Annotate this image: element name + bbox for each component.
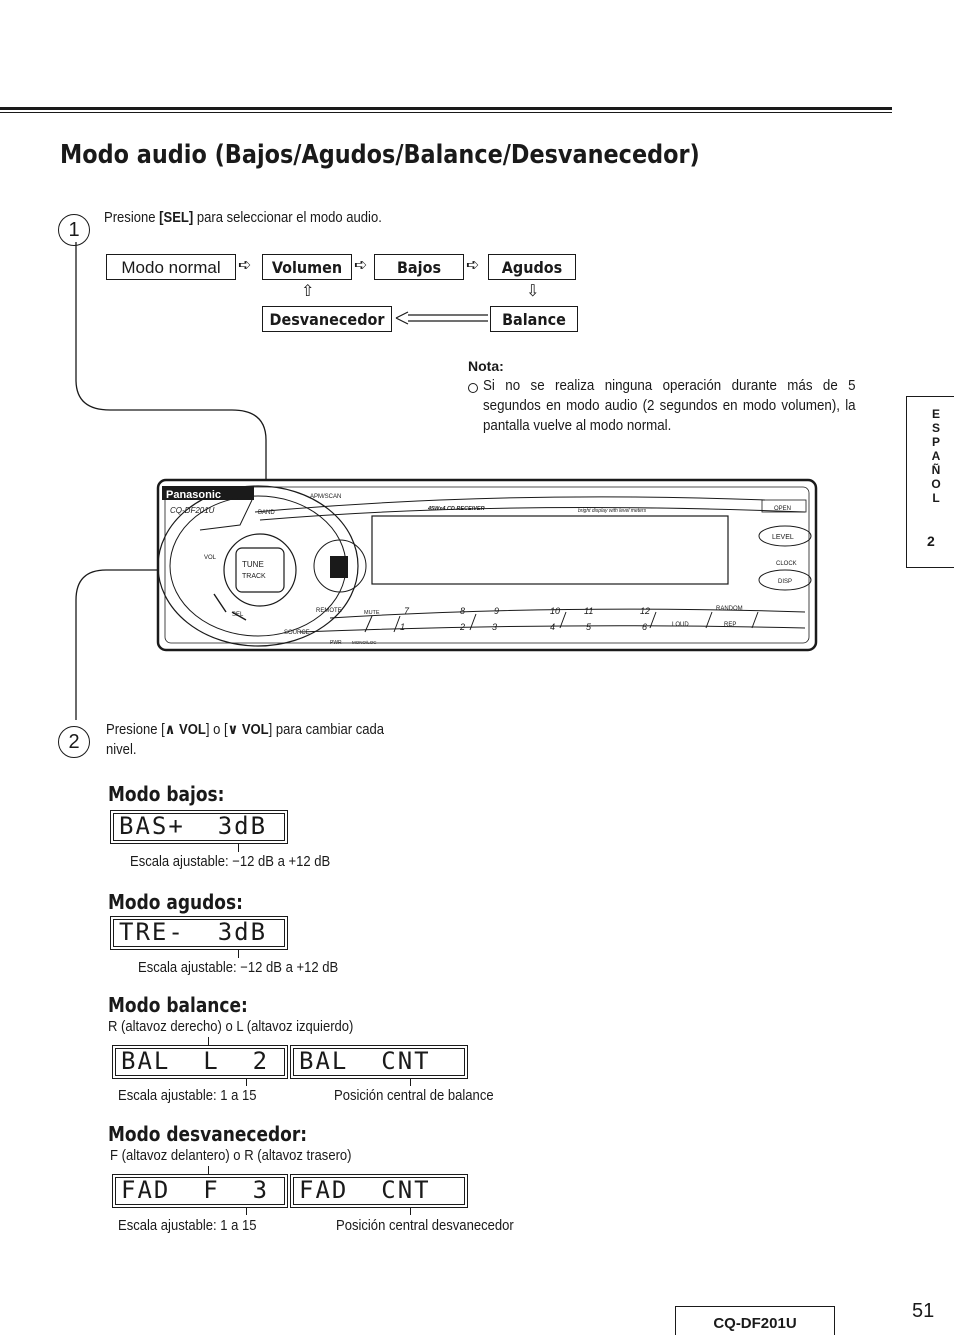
desvanecedor-center-tick <box>410 1207 411 1215</box>
device-model: CQ-DF201U <box>170 506 215 515</box>
device-bright: bright display with level meters <box>578 508 647 514</box>
agudos-tick <box>238 949 239 958</box>
step-2-mid: ] o [ <box>205 722 228 738</box>
flow-balance: Balance <box>490 306 578 332</box>
device-key-9: 9 <box>494 606 499 616</box>
balance-desc-tick <box>208 1037 209 1045</box>
device-pwr: PWR <box>330 640 342 646</box>
flow-bajos: Bajos <box>374 254 464 280</box>
step-2-number: 2 <box>58 726 90 758</box>
vol-down-key: ∨ VOL <box>227 722 269 738</box>
step-2-pre: Presione [ <box>106 722 165 738</box>
agudos-heading: Modo agudos: <box>108 890 243 914</box>
bajos-scale: Escala ajustable: −12 dB a +12 dB <box>130 854 331 870</box>
page-title: Modo audio (Bajos/Agudos/Balance/Desvane… <box>60 140 700 170</box>
step-1-text: Presione [SEL] para seleccionar el modo … <box>104 208 382 228</box>
device-key-1: 1 <box>400 622 405 632</box>
agudos-scale: Escala ajustable: −12 dB a +12 dB <box>138 960 339 976</box>
device-key-4: 4 <box>550 622 555 632</box>
device-band: BAND <box>258 510 275 516</box>
step-2-text: Presione [∧ VOL] o [∨ VOL] para cambiar … <box>106 720 384 740</box>
nota-body: Si no se realiza ninguna operación duran… <box>483 378 856 434</box>
step-2-post: ] para cambiar cada <box>268 722 385 738</box>
footer-model: CQ-DF201U <box>675 1306 835 1335</box>
arrow-up-icon: ⇧ <box>301 283 315 300</box>
arrow-left-long-icon <box>395 311 488 325</box>
device-random: RANDOM <box>716 606 743 612</box>
device-apm: APM/SCAN <box>310 494 341 500</box>
desvanecedor-scale: Escala ajustable: 1 a 15 <box>118 1218 257 1234</box>
arrow-right-icon: ➪ <box>354 257 368 274</box>
device-clock: CLOCK <box>776 561 797 567</box>
flow-desvanecedor: Desvanecedor <box>262 306 392 332</box>
desvanecedor-desc: F (altavoz delantero) o R (altavoz trase… <box>110 1148 352 1164</box>
balance-scale-tick <box>246 1078 247 1086</box>
bullet-icon <box>468 383 478 393</box>
device-rep: REP <box>724 622 736 628</box>
balance-scale: Escala ajustable: 1 a 15 <box>118 1088 257 1104</box>
balance-desc: R (altavoz derecho) o L (altavoz izquier… <box>108 1019 354 1035</box>
device-mute: MUTE <box>364 610 380 616</box>
flow-agudos: Agudos <box>488 254 576 280</box>
arrow-right-icon: ➪ <box>466 257 480 274</box>
page-number: 51 <box>912 1300 935 1322</box>
device-key-3: 3 <box>492 622 497 632</box>
head-unit-illustration: Panasonic CQ-DF201U BAND APM/SCAN 45Wx4 … <box>75 242 818 720</box>
balance-lcd-value: BAL L 2 <box>112 1045 288 1079</box>
desvanecedor-lcd-center: FAD CNT <box>290 1174 468 1208</box>
device-loud: LOUD <box>672 622 689 628</box>
desvanecedor-lcd-value: FAD F 3 <box>112 1174 288 1208</box>
device-brand: Panasonic <box>166 489 221 501</box>
device-key-6: 6 <box>642 622 647 632</box>
arrow-down-icon: ⇩ <box>526 283 540 300</box>
device-sel: SEL <box>232 612 244 618</box>
step-1-post: para seleccionar el modo audio. <box>193 210 382 226</box>
desvanecedor-desc-tick <box>208 1166 209 1174</box>
bajos-lcd: BAS+ 3dB <box>110 810 288 844</box>
step-1-pre: Presione <box>104 210 160 226</box>
language-tab-number: 2 <box>927 533 935 549</box>
balance-lcd-center: BAL CNT <box>290 1045 468 1079</box>
device-top-numbers: 7 8 9 10 11 12 <box>404 606 650 616</box>
device-key-5: 5 <box>586 622 592 632</box>
sel-key: [SEL] <box>159 210 194 226</box>
device-source: SOURCE <box>284 630 310 636</box>
flow-volumen: Volumen <box>262 254 352 280</box>
device-key-2: 2 <box>459 622 465 632</box>
arrow-right-icon: ➪ <box>238 257 252 274</box>
device-key-11: 11 <box>584 606 593 616</box>
top-rule-thin <box>0 112 892 113</box>
desvanecedor-center: Posición central desvanecedor <box>336 1218 514 1234</box>
device-bottom-numbers: 1 2 3 4 5 6 <box>400 622 647 632</box>
desvanecedor-heading: Modo desvanecedor: <box>108 1122 308 1146</box>
device-open: OPEN <box>774 506 791 512</box>
device-disp: DISP <box>778 579 792 585</box>
vol-up-key: ∧ VOL <box>164 722 206 738</box>
language-tab: ESPAÑOL 2 <box>906 396 954 568</box>
device-key-10: 10 <box>550 606 560 616</box>
step-2-text-line2: nivel. <box>106 742 137 758</box>
step-1-number: 1 <box>58 214 90 246</box>
device-receiver: 45Wx4 CD RECEIVER <box>427 506 485 512</box>
bajos-heading: Modo bajos: <box>108 782 225 806</box>
device-key-8: 8 <box>460 606 465 616</box>
device-vol: VOL <box>204 555 217 561</box>
balance-center: Posición central de balance <box>334 1088 494 1104</box>
balance-center-tick <box>410 1078 411 1086</box>
language-tab-label: ESPAÑOL <box>931 407 941 505</box>
device-tune: TUNE <box>242 560 264 569</box>
device-remote: REMOTE <box>316 608 342 614</box>
device-key-7: 7 <box>404 606 410 616</box>
nota-title: Nota: <box>468 358 504 374</box>
device-track: TRACK <box>242 573 266 580</box>
top-rule <box>0 107 892 110</box>
device-monoloc: MONO/LOC <box>352 640 377 645</box>
desvanecedor-scale-tick <box>246 1207 247 1215</box>
agudos-lcd: TRE- 3dB <box>110 916 288 950</box>
device-key-12: 12 <box>640 606 650 616</box>
flow-modo-normal: Modo normal <box>106 254 236 280</box>
device-level: LEVEL <box>772 534 794 541</box>
bajos-tick <box>238 843 239 852</box>
balance-heading: Modo balance: <box>108 993 248 1017</box>
